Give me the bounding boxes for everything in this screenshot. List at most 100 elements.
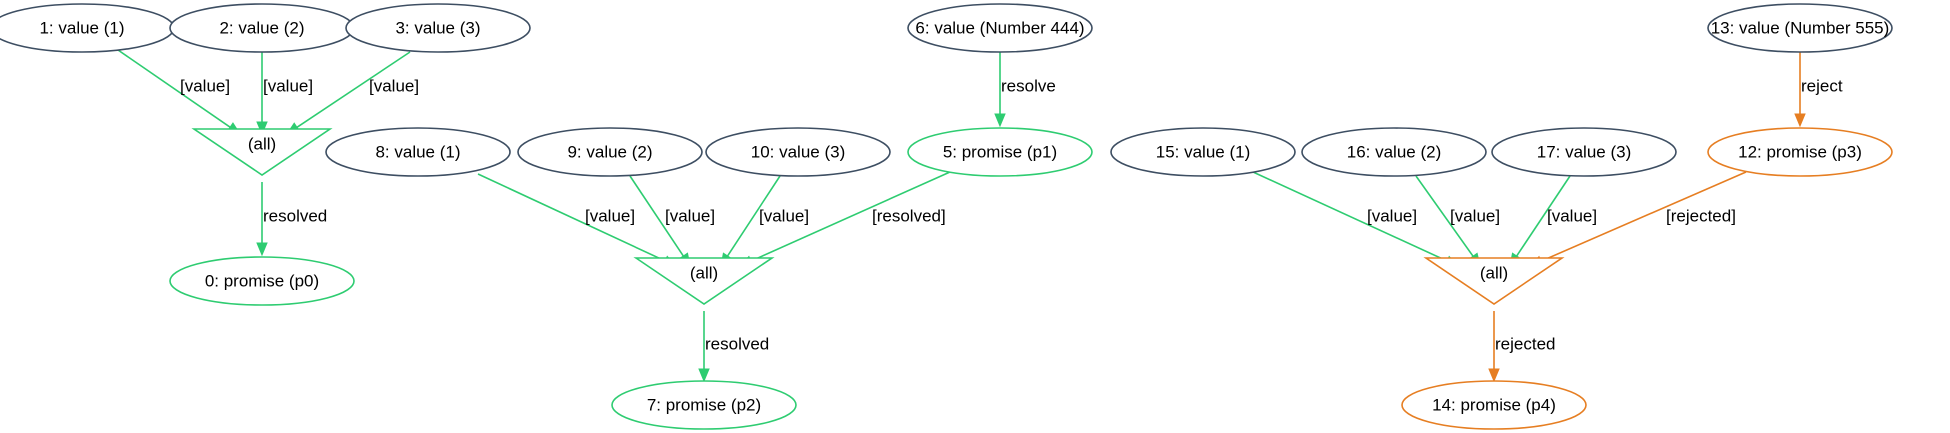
node-n3: 3: value (3) bbox=[345, 3, 531, 53]
edge-label: [value] bbox=[1367, 207, 1417, 226]
edge-line bbox=[296, 51, 411, 129]
arrowhead-icon bbox=[256, 242, 268, 257]
node-label: 3: value (3) bbox=[395, 19, 480, 38]
node-label: 8: value (1) bbox=[375, 143, 460, 162]
edge-line bbox=[1540, 171, 1747, 262]
all-combinator-shape bbox=[633, 257, 775, 305]
edge-line bbox=[1415, 175, 1474, 257]
node-label: 9: value (2) bbox=[567, 143, 652, 162]
edge-n2-to-all1: [value] bbox=[256, 52, 313, 136]
edge-label: [value] bbox=[263, 77, 313, 96]
edge-n8-to-all2: [value] bbox=[477, 173, 678, 267]
nodes-layer: 1: value (1) 2: value (2) 3: value (3) (all… bbox=[0, 3, 1893, 430]
node-all1: (all) bbox=[191, 128, 333, 176]
edges-layer: [value] [value] [value] resolved resolve [val… bbox=[117, 49, 1843, 383]
node-n5: 5: promise (p1) bbox=[907, 127, 1093, 177]
value-node-shape bbox=[517, 127, 703, 177]
edge-label: resolved bbox=[263, 207, 327, 226]
promise-node-shape bbox=[1401, 380, 1587, 430]
edge-label: [value] bbox=[180, 77, 230, 96]
arrowhead-icon bbox=[1488, 368, 1500, 383]
node-label: 7: promise (p2) bbox=[647, 396, 761, 415]
edge-line bbox=[117, 49, 231, 128]
node-label: 12: promise (p3) bbox=[1738, 143, 1862, 162]
node-label: 2: value (2) bbox=[219, 19, 304, 38]
node-n2: 2: value (2) bbox=[169, 3, 355, 53]
node-n0: 0: promise (p0) bbox=[169, 256, 355, 306]
edge-label: [value] bbox=[369, 77, 419, 96]
all-combinator-shape bbox=[191, 128, 333, 176]
edge-n13-to-n12: reject bbox=[1794, 52, 1843, 128]
node-label: 15: value (1) bbox=[1156, 143, 1251, 162]
edge-label: [value] bbox=[665, 207, 715, 226]
node-n9: 9: value (2) bbox=[517, 127, 703, 177]
value-node-shape bbox=[907, 3, 1093, 53]
edge-line bbox=[477, 173, 666, 262]
arrowhead-icon bbox=[698, 368, 710, 383]
node-n1: 1: value (1) bbox=[0, 3, 175, 53]
node-label: 5: promise (p1) bbox=[943, 143, 1057, 162]
node-n6: 6: value (Number 444) bbox=[907, 3, 1093, 53]
node-n16: 16: value (2) bbox=[1301, 127, 1487, 177]
node-n10: 10: value (3) bbox=[705, 127, 891, 177]
edge-all2-to-n7: resolved bbox=[698, 311, 769, 383]
node-n8: 8: value (1) bbox=[325, 127, 511, 177]
node-label: 14: promise (p4) bbox=[1432, 396, 1556, 415]
node-label: 17: value (3) bbox=[1537, 143, 1632, 162]
node-label: 16: value (2) bbox=[1347, 143, 1442, 162]
edge-label: rejected bbox=[1495, 335, 1555, 354]
node-all3: (all) bbox=[1423, 257, 1565, 305]
edge-line bbox=[726, 175, 781, 257]
node-label: 0: promise (p0) bbox=[205, 272, 319, 291]
value-node-shape bbox=[345, 3, 531, 53]
edge-n6-to-n5: resolve bbox=[994, 52, 1056, 128]
value-node-shape bbox=[325, 127, 511, 177]
promise-node-shape bbox=[611, 380, 797, 430]
arrowhead-icon bbox=[1794, 113, 1806, 128]
value-node-shape bbox=[1110, 127, 1296, 177]
edge-label: resolve bbox=[1001, 77, 1056, 96]
edge-n10-to-all2: [value] bbox=[720, 175, 809, 268]
value-node-shape bbox=[1491, 127, 1677, 177]
edge-label: [value] bbox=[759, 207, 809, 226]
node-n13: 13: value (Number 555) bbox=[1707, 3, 1893, 53]
edge-label: reject bbox=[1801, 77, 1843, 96]
node-label: (all) bbox=[248, 135, 276, 154]
node-label: 10: value (3) bbox=[751, 143, 846, 162]
edge-n9-to-all2: [value] bbox=[629, 175, 715, 268]
node-label: (all) bbox=[1480, 264, 1508, 283]
node-label: 13: value (Number 555) bbox=[1711, 19, 1890, 38]
edge-all1-to-n0: resolved bbox=[256, 182, 327, 257]
edge-label: [value] bbox=[1450, 207, 1500, 226]
edge-n1-to-all1: [value] bbox=[117, 49, 242, 135]
all-combinator-shape bbox=[1423, 257, 1565, 305]
edge-label: resolved bbox=[705, 335, 769, 354]
edge-line bbox=[1252, 171, 1448, 262]
node-n14: 14: promise (p4) bbox=[1401, 380, 1587, 430]
edge-line bbox=[1515, 175, 1571, 257]
node-n15: 15: value (1) bbox=[1110, 127, 1296, 177]
node-n7: 7: promise (p2) bbox=[611, 380, 797, 430]
value-node-shape bbox=[705, 127, 891, 177]
node-label: (all) bbox=[690, 264, 718, 283]
edge-label: [value] bbox=[585, 207, 635, 226]
edge-line bbox=[750, 171, 951, 262]
arrowhead-icon bbox=[994, 113, 1006, 128]
node-n12: 12: promise (p3) bbox=[1707, 127, 1893, 177]
edge-label: [rejected] bbox=[1666, 207, 1736, 226]
promise-node-shape bbox=[907, 127, 1093, 177]
value-node-shape bbox=[1301, 127, 1487, 177]
promise-node-shape bbox=[1707, 127, 1893, 177]
edge-all3-to-n14: rejected bbox=[1488, 311, 1555, 383]
node-n17: 17: value (3) bbox=[1491, 127, 1677, 177]
edge-label: [value] bbox=[1547, 207, 1597, 226]
edge-line bbox=[629, 175, 685, 257]
edge-n17-to-all3: [value] bbox=[1509, 175, 1597, 268]
promise-node-shape bbox=[169, 256, 355, 306]
edge-n15-to-all3: [value] bbox=[1252, 171, 1460, 267]
node-all2: (all) bbox=[633, 257, 775, 305]
edge-label: [resolved] bbox=[872, 207, 946, 226]
node-label: 6: value (Number 444) bbox=[915, 19, 1084, 38]
value-node-shape bbox=[1707, 3, 1893, 53]
